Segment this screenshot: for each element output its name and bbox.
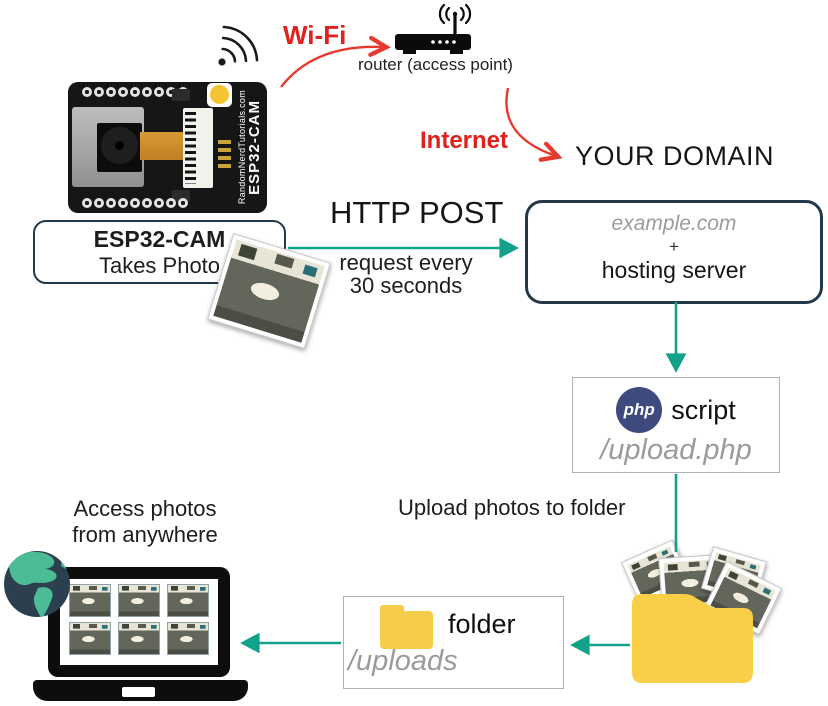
photo-thumbnail — [69, 622, 111, 655]
laptop-base-notch — [122, 687, 155, 697]
board-pin-header-bottom — [82, 198, 194, 208]
folder-box — [343, 596, 564, 689]
internet-arrow — [505, 87, 563, 162]
flash-led — [210, 85, 229, 104]
esp32cam-box-subtitle: Takes Photo — [98, 253, 221, 278]
php-script-label: script — [671, 394, 736, 425]
your-domain-label: YOUR DOMAIN — [575, 141, 775, 171]
upload-php-path: /upload.php — [600, 434, 752, 466]
camera-ribbon-cable — [140, 132, 183, 160]
board-silkscreen-text: RandomNerdTutorials.com ESP32-CAM — [237, 82, 264, 213]
http-post-label: HTTP POST — [330, 195, 504, 230]
folder-icon — [380, 605, 404, 615]
internet-label: Internet — [420, 127, 509, 154]
esp32cam-board: RandomNerdTutorials.com ESP32-CAM — [68, 82, 267, 213]
esp32cam-box-title: ESP32-CAM — [93, 226, 226, 252]
folder-icon — [380, 611, 433, 649]
smd-component — [218, 140, 231, 170]
smd-component — [172, 89, 190, 101]
hosting-server-label: hosting server — [601, 257, 747, 283]
ffc-connector — [183, 108, 213, 188]
access-photos-line1: Access photos — [73, 496, 217, 521]
plus-sign: + — [669, 237, 679, 256]
photo-thumbnail — [167, 584, 209, 617]
request-every-line: request every — [339, 250, 473, 275]
photo-thumbnail — [118, 622, 160, 655]
uploads-path: /uploads — [348, 645, 458, 677]
access-photos-line2: from anywhere — [72, 522, 218, 547]
php-script-box: php script /upload.php — [572, 377, 780, 473]
camera-lens — [101, 127, 138, 164]
photo-thumbnail — [69, 584, 111, 617]
laptop-screen — [60, 579, 218, 665]
php-logo-icon: php — [616, 387, 663, 433]
http-request-caption: request every 30 seconds — [322, 251, 490, 297]
laptop — [48, 567, 230, 677]
hosting-server-box: example.com + hosting server — [525, 200, 823, 304]
photo-thumbnail — [118, 584, 160, 617]
photo-thumbnail — [167, 622, 209, 655]
access-photos-caption: Access photos from anywhere — [40, 496, 250, 548]
domain-name: example.com — [611, 212, 737, 235]
wifi-label: Wi-Fi — [283, 20, 347, 50]
upload-photos-caption: Upload photos to folder — [398, 495, 626, 520]
router-caption: router (access point) — [358, 55, 513, 74]
thirty-seconds-line: 30 seconds — [349, 273, 463, 298]
router-icon — [395, 3, 472, 54]
folder-label: folder — [448, 609, 516, 639]
board-model-text: ESP32-CAM — [246, 100, 263, 195]
wifi-signal-icon — [218, 25, 259, 66]
